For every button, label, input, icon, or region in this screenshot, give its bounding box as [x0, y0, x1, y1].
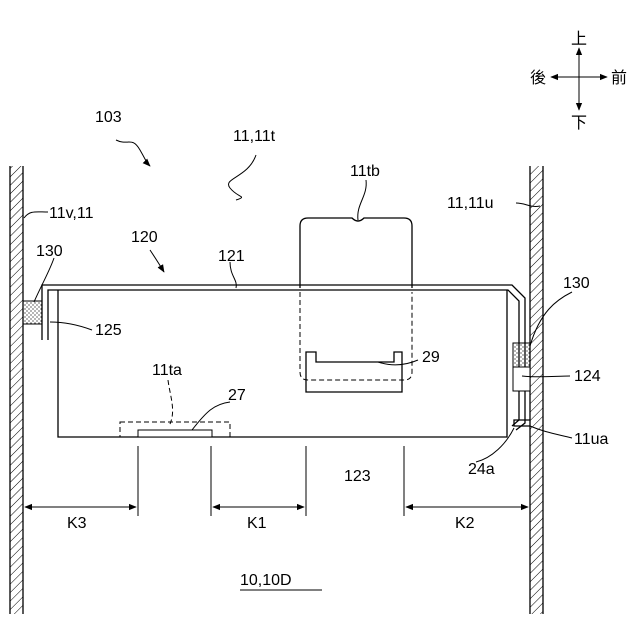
label-27 [138, 430, 212, 437]
ref-130-right: 130 [563, 275, 590, 292]
ref-11v-11: 11v,11 [49, 205, 94, 222]
seal-right [513, 343, 530, 367]
direction-back: 後 [530, 68, 546, 87]
ref-11-11u: 11,11u [447, 195, 494, 212]
direction-indicator [551, 48, 607, 110]
handle-tab-hidden [300, 292, 412, 380]
cover-plate [42, 285, 525, 430]
ref-123: 123 [344, 468, 371, 485]
dim-k2: K2 [455, 515, 475, 532]
ref-11ua: 11ua [574, 431, 609, 448]
seal-left [23, 301, 42, 324]
ref-120: 120 [131, 229, 158, 246]
direction-up: 上 [571, 29, 587, 48]
dim-k3: K3 [67, 515, 87, 532]
ref-11ta: 11ta [152, 362, 182, 379]
ref-124: 124 [574, 368, 601, 385]
leader-lines [24, 140, 572, 462]
handle-29 [306, 352, 402, 392]
ref-121: 121 [218, 248, 245, 265]
ref-103: 103 [95, 109, 122, 126]
ref-29: 29 [422, 349, 440, 366]
ref-11-11t: 11,11t [233, 128, 276, 145]
spacer-124 [513, 367, 530, 391]
ref-130-left: 130 [36, 243, 63, 260]
ref-24a: 24a [468, 461, 495, 478]
figure-caption: 10,10D [240, 572, 292, 589]
right-wall [530, 166, 543, 614]
left-wall [10, 166, 23, 614]
handle-tab [300, 218, 412, 288]
direction-down: 下 [571, 113, 587, 132]
ref-125: 125 [95, 322, 122, 339]
dim-k1: K1 [247, 515, 267, 532]
direction-front: 前 [611, 68, 627, 87]
ref-27: 27 [228, 387, 246, 404]
ref-11tb: 11tb [350, 163, 380, 180]
